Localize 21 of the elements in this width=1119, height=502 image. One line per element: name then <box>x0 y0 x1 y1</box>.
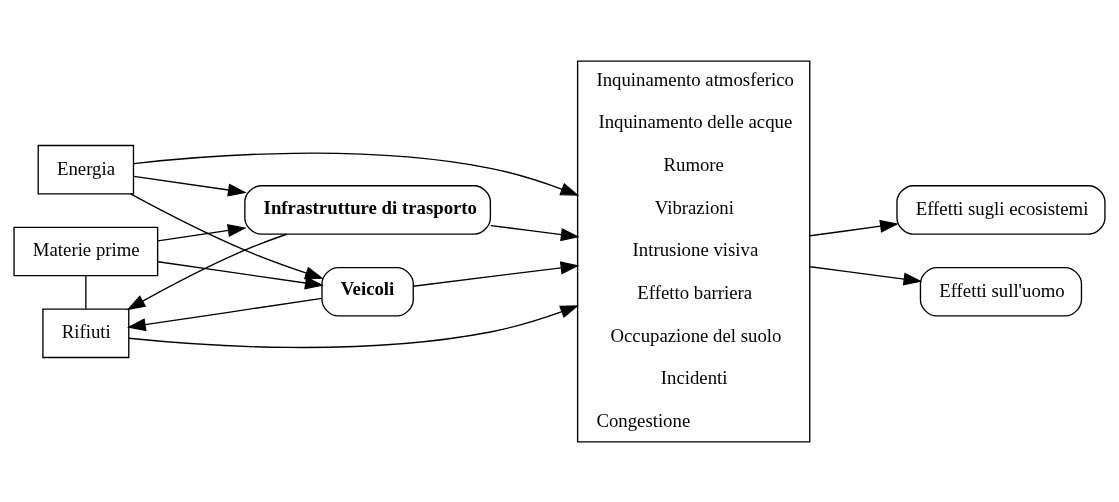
arrow <box>126 297 323 331</box>
connector <box>85 274 87 310</box>
arrow <box>129 192 324 279</box>
arrow <box>490 224 580 241</box>
node-box: Materie prime <box>13 226 159 276</box>
arrow <box>157 223 247 242</box>
arrow <box>126 233 288 310</box>
node-box: Effetti sull'uomo <box>919 266 1083 317</box>
node-box: Inquinamento atmosferico Inquinamento delle acque Rumore Vibrazioni Intrusione visiva Effetto barriera Occupazione del suolo Incidenti Congestione <box>576 59 811 443</box>
arrow <box>133 175 247 196</box>
arrow <box>133 152 580 196</box>
node-box: Energia <box>37 144 135 194</box>
node-box: Veicoli <box>321 266 414 317</box>
node-box: Rifiuti <box>42 308 130 358</box>
arrow <box>412 260 580 287</box>
arrow <box>128 304 580 348</box>
node-box: Effetti sugli ecosistemi <box>896 184 1106 235</box>
arrow <box>809 219 899 236</box>
arrow <box>157 260 324 289</box>
node-box: Infrastrutture di trasporto <box>244 184 492 235</box>
arrow <box>809 265 923 286</box>
